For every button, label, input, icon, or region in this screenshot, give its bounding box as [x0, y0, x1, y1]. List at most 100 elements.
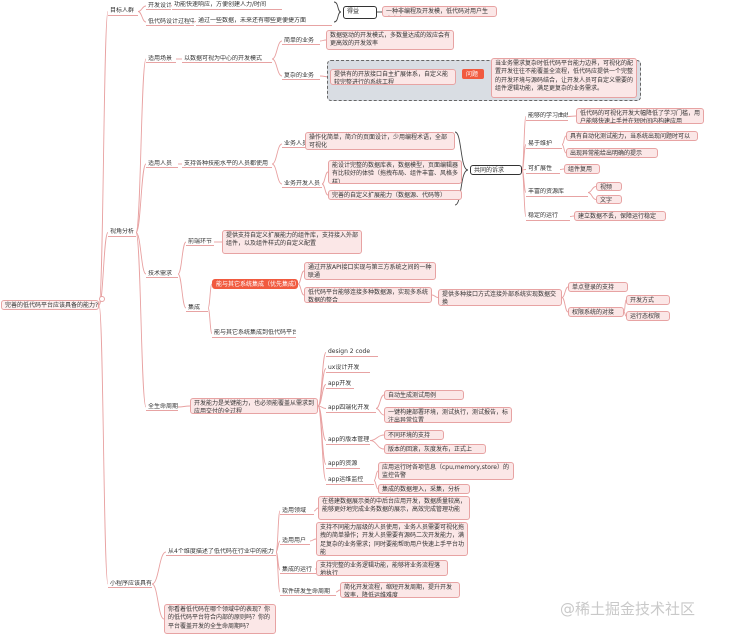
node-c221[interactable]: 支持各种技能水平的人员都使用	[182, 160, 272, 168]
node-c24151[interactable]: 不同环境的支持	[384, 430, 444, 440]
node-c22r2[interactable]: 易于维护	[526, 140, 562, 149]
edge-c2-c23	[135, 232, 147, 275]
node-c2321[interactable]: 能与其它系统集成（优先集成）	[212, 279, 298, 289]
node-c1a[interactable]: 开发设计	[146, 2, 171, 10]
node-c3121[interactable]: 支持不同能力层级的人员使用，业务人员需要可视化拖拽的简单操作；开发人员需要有源码…	[316, 522, 468, 556]
node-c24[interactable]: 全生命周期	[146, 403, 178, 411]
node-c2111[interactable]: 简单的业务	[282, 37, 320, 45]
node-c2[interactable]: 视角分析	[108, 228, 136, 237]
node-c22r1[interactable]: 能够的学习曲线	[526, 112, 568, 121]
node-c21121[interactable]: 提供有的开放接口自主扩展体系，自定义能较完整进行的系统工程	[330, 69, 456, 85]
node-c314[interactable]: 软件研发生命周期	[280, 588, 336, 596]
edge-c22r4-c22r4a	[587, 186, 597, 193]
node-c313[interactable]: 集成的运行	[280, 566, 316, 574]
node-c1call[interactable]: 得益	[343, 6, 377, 19]
node-c2415[interactable]: app的版本管理	[326, 436, 370, 445]
node-c22r2b[interactable]: 出现异常能给出明确的提示	[566, 148, 658, 158]
node-c22r5[interactable]: 稳定的运行	[526, 212, 570, 221]
node-c3111[interactable]: 在搭建数据展示类的中后台应用开发，数据质量较高，能够更好地完成业务数据的展示，高…	[318, 496, 470, 520]
node-c22r1a[interactable]: 低代码的可视化开发大幅降低了学习门槛，用户能够快速上手并在短时间内构建应用	[576, 108, 704, 124]
node-c21121h[interactable]: 问题	[462, 69, 484, 79]
edge-c22r2-c22r2b	[561, 144, 567, 154]
node-c22111[interactable]: 操作化简单，简介的页面设计，少用编程术语，全部可视化	[305, 132, 455, 150]
node-c21[interactable]: 适用场景	[146, 55, 176, 63]
node-c232121[interactable]: 单点登录的支持	[568, 282, 628, 292]
node-c1b1[interactable]: 通过一些数据，未来还有哪些更便捷方面	[196, 17, 332, 26]
node-c22r5a[interactable]: 建立数据不丢，保障运行稳定	[574, 211, 666, 221]
node-c3[interactable]: 小程序应该具有	[108, 580, 152, 588]
edge-c211-c2111	[271, 40, 283, 60]
node-c3131[interactable]: 支持完整的业务逻辑功能，能够将业务流程落地执行	[316, 560, 448, 576]
node-c2414[interactable]: app四端化开发	[326, 404, 376, 413]
edge-c23-c231	[177, 241, 187, 275]
node-c1call-t[interactable]: 一种非编程及开发模，低代码对用户生由产力	[382, 6, 497, 17]
node-c211[interactable]: 以数据可视为中心的开发模式	[182, 55, 272, 63]
node-c22r4b[interactable]: 文字	[596, 195, 622, 204]
node-c22r3a[interactable]: 组件复用	[564, 164, 600, 174]
edge-c241-c2414	[317, 405, 327, 409]
node-c241[interactable]: 开发能力是关键能力，也必须能覆盖从需求到应用交付的全过程	[190, 398, 318, 414]
node-c22122[interactable]: 完善的自定义扩展能力（数据源、代码等）	[328, 190, 462, 200]
node-c23211[interactable]: 通过开放API接口实现与第三方系统之间的一种联通	[304, 262, 436, 280]
edge-c241-c2411	[317, 352, 327, 407]
node-c23[interactable]: 技术需求	[146, 270, 178, 278]
node-c22call[interactable]: 共同的诉求	[470, 165, 522, 175]
edge-c221-c2212	[271, 163, 283, 185]
node-c231[interactable]: 前端环节	[186, 238, 214, 246]
node-c2417[interactable]: app运维监控	[326, 476, 374, 485]
edge-c1-c1a	[137, 5, 147, 12]
edge-c31-c312	[275, 540, 281, 553]
node-c2211[interactable]: 业务人员	[282, 140, 316, 148]
collapse-toggle[interactable]	[99, 296, 105, 302]
node-c22r4a[interactable]: 视频	[596, 182, 622, 191]
node-c22r3[interactable]: 可扩展性	[526, 165, 560, 174]
node-c22[interactable]: 适用人员	[146, 160, 178, 168]
edge-c311-c3111	[313, 507, 319, 512]
node-c21111[interactable]: 数据驱动的开发模式，多数量达成的效应会有更高效的开发效率	[326, 30, 454, 50]
edge-root-c2	[98, 232, 109, 306]
node-c2311[interactable]: 提供支持自定义扩展能力的组件库，支持接入外部组件，以及组件样式的自定义配置	[222, 230, 362, 254]
node-c22r4[interactable]: 丰富的资源库	[526, 188, 588, 197]
node-c21121n[interactable]: 当业务需求复杂时低代码平台能力边界，可视化的配置开发往往不能覆盖全流程，低代码应…	[491, 58, 637, 98]
node-c2411[interactable]: design 2 code	[326, 348, 378, 357]
node-c2413[interactable]: app开发	[326, 380, 354, 389]
edge-c2414-c24142	[375, 408, 385, 416]
node-c2321222[interactable]: 运行态权限	[626, 311, 670, 321]
node-c232[interactable]: 集成	[186, 304, 208, 312]
node-c24171[interactable]: 应用运行时各项信息（cpu,memory,store）的监控告警	[378, 462, 514, 480]
node-c23212[interactable]: 低代码平台能够连接多种数据源，实现多系统数据的整合	[304, 287, 432, 303]
edge-c2-c21	[135, 58, 147, 233]
node-c24152[interactable]: 版本的回滚，灰度发布，正式上线，回滚能力	[384, 444, 486, 454]
edge-c2111-c21111	[319, 39, 327, 42]
node-c2321221[interactable]: 开发方式	[626, 295, 670, 305]
node-c312[interactable]: 适用用户	[280, 537, 310, 545]
edge-c22r5-c22r5a	[569, 215, 575, 217]
node-c2412[interactable]: ux设计开发	[326, 364, 370, 373]
node-c2416[interactable]: app的资源	[326, 460, 360, 469]
node-c1b[interactable]: 低代码设计过程中	[146, 18, 194, 26]
watermark: @稀土掘金技术社区	[560, 600, 696, 618]
node-root[interactable]: 完善的低代码平台应该具备的能力?	[1, 300, 99, 310]
node-c23212a[interactable]: 提供多种接口方式连接外部系统实现数据交换	[438, 289, 562, 306]
edge-c22r3-c22r3a	[559, 168, 565, 170]
node-c22r2a[interactable]: 具有自动化测试能力，当系统出现问题时可以迅速定位并修复	[566, 131, 698, 141]
node-c22121[interactable]: 能设计完整的数据库表，数据模型，页面编辑器有比较好的体验（拖拽布局、组件丰富、风…	[328, 160, 462, 184]
node-c1a1[interactable]: 功能快速响应，方便创建人力/时间	[172, 1, 282, 10]
node-c311[interactable]: 适用领域	[280, 507, 314, 515]
edge-c2417-c24172	[373, 480, 379, 490]
node-c2212[interactable]: 业务开发人员	[282, 180, 322, 188]
edge-c2212-c22122	[321, 183, 329, 196]
node-c3141[interactable]: 简化开发流程，缩短开发周期，提升开发效率，降低运维难度	[340, 582, 460, 598]
edge-c31-c311	[275, 510, 281, 553]
node-c31[interactable]: 从4个维度描述了低代码在行业中的能力	[166, 548, 276, 556]
node-c2112[interactable]: 复杂的业务	[282, 72, 320, 80]
node-c24172[interactable]: 集成的数据埋入，采集，分析	[378, 484, 470, 494]
node-c24142[interactable]: 一键构建部署环境，测试执行，测试报告，标注出异常位置	[384, 407, 512, 423]
node-c1[interactable]: 目标人群	[108, 7, 138, 16]
node-c2322[interactable]: 能与其它系统集成到低代码平台中	[212, 329, 296, 338]
edge-c2-c24	[135, 232, 147, 408]
node-c24141[interactable]: 自动生成测试用例	[384, 390, 464, 400]
node-c32[interactable]: 你看着低代码在哪个领域中的表现？你的低代码平台符合内部的原则吗？你的平台覆盖开发…	[164, 604, 276, 634]
node-c232122[interactable]: 权限系统的对接	[568, 307, 624, 317]
